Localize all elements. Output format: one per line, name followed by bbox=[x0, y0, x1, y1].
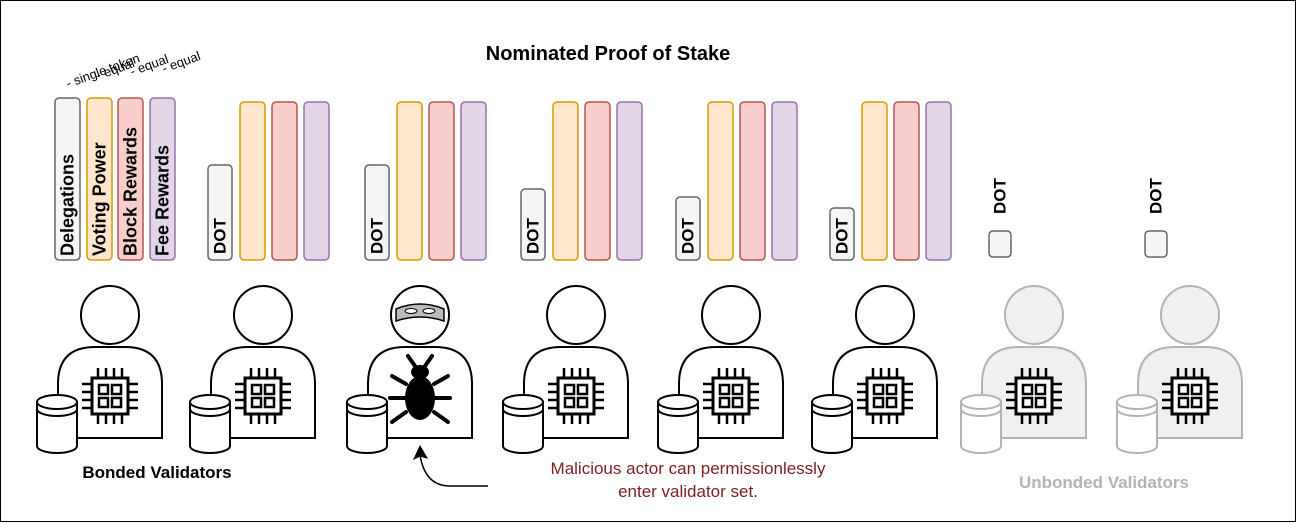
legend-label-delegations: Delegations bbox=[58, 154, 78, 256]
database-icon bbox=[811, 394, 853, 454]
block-rewards-bar bbox=[271, 101, 298, 261]
validator-4: DOT bbox=[657, 101, 798, 454]
mask-eye bbox=[404, 308, 418, 314]
dot-label: DOT bbox=[679, 218, 698, 255]
dot-stake-bar bbox=[829, 207, 855, 261]
annotation-arrowhead bbox=[412, 444, 429, 461]
diagram-title: Nominated Proof of Stake bbox=[486, 43, 730, 65]
voting-power-bar bbox=[861, 101, 888, 261]
legend-bars: Delegations Voting Power Block Rewards F… bbox=[54, 97, 176, 261]
fee-rewards-bar bbox=[460, 101, 487, 261]
validator-3: DOT bbox=[502, 101, 643, 454]
legend-bar-fee-rewards bbox=[149, 97, 176, 261]
validator-1: DOT bbox=[189, 101, 330, 454]
validator-head bbox=[80, 285, 140, 345]
database-icon bbox=[502, 394, 544, 454]
validator-head bbox=[1004, 285, 1064, 345]
validator-head bbox=[546, 285, 606, 345]
chip-icon bbox=[82, 368, 138, 424]
unbonded-validators-label: Unbonded Validators bbox=[1019, 473, 1189, 492]
fee-rewards-bar bbox=[616, 101, 643, 261]
annotation-line-1: Malicious actor can permissionlessly bbox=[551, 459, 826, 478]
block-rewards-bar bbox=[739, 101, 766, 261]
legend-label-block-rewards: Block Rewards bbox=[121, 127, 141, 256]
dot-stake-bar bbox=[1144, 230, 1168, 258]
validator-head bbox=[233, 285, 293, 345]
dot-stake-bar bbox=[520, 188, 546, 261]
database-icon bbox=[346, 394, 388, 454]
dot-label: DOT bbox=[991, 178, 1010, 215]
validator-head bbox=[701, 285, 761, 345]
dot-label: DOT bbox=[833, 218, 852, 255]
fee-rewards-bar bbox=[303, 101, 330, 261]
mask-eye bbox=[422, 308, 436, 314]
block-rewards-bar bbox=[428, 101, 455, 261]
block-rewards-bar bbox=[893, 101, 920, 261]
dot-label: DOT bbox=[368, 218, 387, 255]
dot-stake-bar bbox=[988, 230, 1012, 258]
chip-icon bbox=[548, 368, 604, 424]
voting-power-bar bbox=[707, 101, 734, 261]
legend-label-fee-rewards: Fee Rewards bbox=[153, 145, 173, 256]
legend-bar-voting-power bbox=[86, 97, 113, 261]
dot-stake-bar bbox=[364, 164, 390, 261]
validator-2: DOT bbox=[346, 101, 487, 454]
annotation-arrow bbox=[419, 454, 488, 487]
chip-icon bbox=[235, 368, 291, 424]
dot-label: DOT bbox=[211, 218, 230, 255]
legend-bar-block-rewards bbox=[117, 97, 144, 261]
validator-5: DOT bbox=[811, 101, 952, 454]
validator-head bbox=[1160, 285, 1220, 345]
validator-7: DOT bbox=[1116, 178, 1243, 454]
voting-power-bar bbox=[239, 101, 266, 261]
dot-stake-bar bbox=[675, 196, 701, 261]
validator-head bbox=[855, 285, 915, 345]
database-icon bbox=[36, 394, 78, 454]
bug-icon bbox=[388, 354, 452, 424]
chip-icon bbox=[1162, 368, 1218, 424]
validator-columns: DOT DOT DOT DOT DOT DOT DOT bbox=[189, 101, 1243, 454]
validator-icon bbox=[36, 285, 163, 454]
chip-icon bbox=[857, 368, 913, 424]
legend-label-voting-power: Voting Power bbox=[90, 142, 110, 256]
dot-stake-bar bbox=[207, 164, 233, 261]
voting-power-bar bbox=[396, 101, 423, 261]
dot-label: DOT bbox=[1147, 178, 1166, 215]
block-rewards-bar bbox=[584, 101, 611, 261]
bonded-validators-label: Bonded Validators bbox=[82, 463, 231, 482]
voting-power-bar bbox=[552, 101, 579, 261]
chip-icon bbox=[1006, 368, 1062, 424]
fee-rewards-bar bbox=[771, 101, 798, 261]
validator-6: DOT bbox=[960, 178, 1087, 454]
dot-label: DOT bbox=[524, 218, 543, 255]
chip-icon bbox=[703, 368, 759, 424]
annotation-line-2: enter validator set. bbox=[618, 482, 758, 501]
legend-bar-delegations bbox=[54, 97, 81, 261]
database-icon bbox=[960, 394, 1002, 454]
database-icon bbox=[189, 394, 231, 454]
fee-rewards-bar bbox=[925, 101, 952, 261]
database-icon bbox=[657, 394, 699, 454]
database-icon bbox=[1116, 394, 1158, 454]
